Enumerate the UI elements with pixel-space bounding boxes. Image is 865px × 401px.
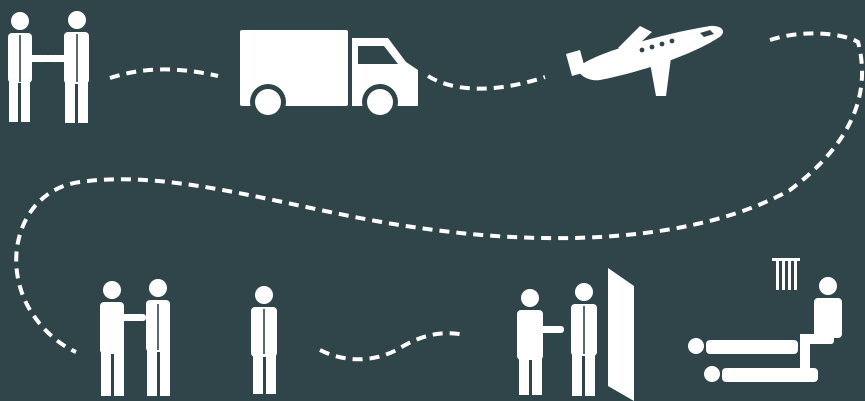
- door-icon: [517, 268, 634, 401]
- handshake-icon: [8, 11, 89, 123]
- person-icon: [251, 286, 277, 394]
- route-truck-to-plane: [428, 76, 545, 89]
- route-long-loop: [16, 33, 862, 352]
- route-paths: [16, 33, 862, 359]
- prison-window-icon: [688, 258, 842, 382]
- truck-icon: [240, 30, 418, 120]
- route-person-to-door: [320, 333, 465, 359]
- route-handshake-to-truck: [110, 69, 218, 78]
- airplane-icon: [566, 26, 723, 96]
- window-bars: [772, 258, 800, 290]
- handover-icon: [100, 279, 170, 396]
